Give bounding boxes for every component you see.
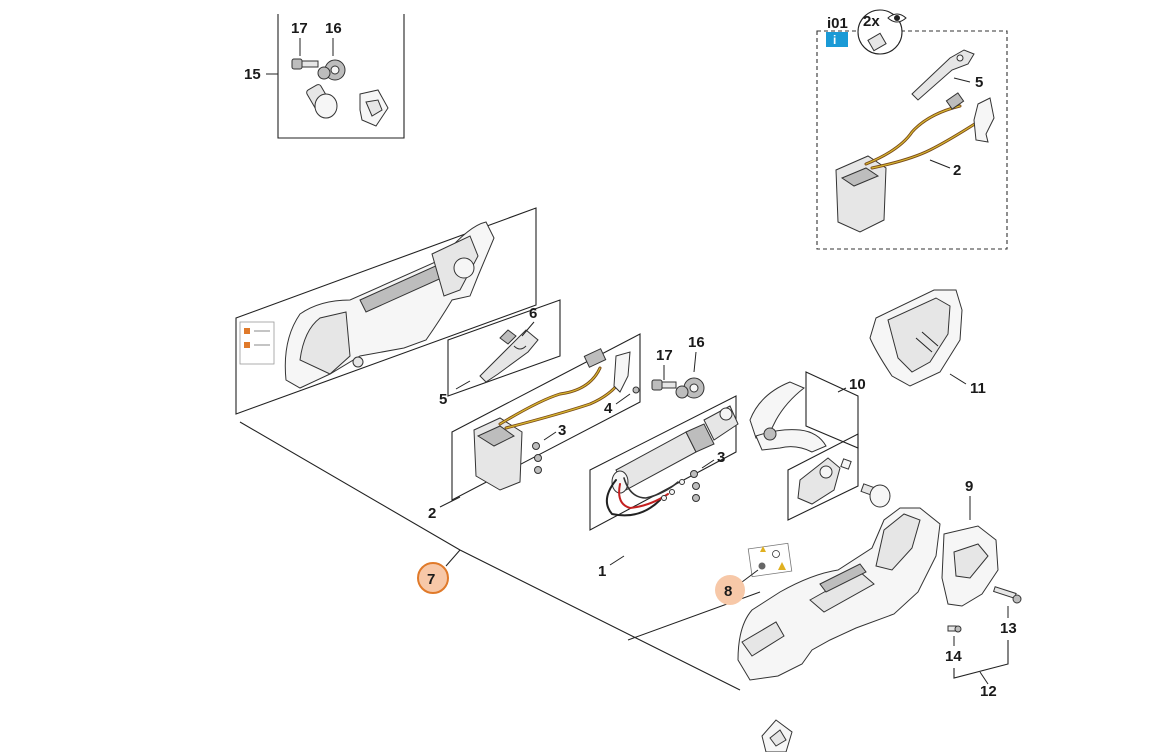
screws-12-group: 13 14 12 xyxy=(945,586,1022,700)
callout-5: 5 xyxy=(439,391,447,408)
pcb-group: 3 4 2 xyxy=(428,333,641,522)
callout-6: 6 xyxy=(529,305,537,322)
detail-group-15: 15 17 16 xyxy=(244,14,405,139)
connector-icon xyxy=(867,32,887,52)
gear-icon xyxy=(317,59,346,81)
screw-middle-icon xyxy=(651,379,663,391)
callout-17: 17 xyxy=(291,20,308,37)
warning-label-icon xyxy=(239,321,275,365)
callout-4: 4 xyxy=(604,400,613,417)
callout-12: 12 xyxy=(980,683,997,700)
callout-5-inset: 5 xyxy=(975,74,983,91)
screws-small-icon xyxy=(532,442,542,474)
info-icon-letter: i xyxy=(833,33,836,47)
callout-8-circle xyxy=(715,575,745,605)
callout-16b: 16 xyxy=(688,334,705,351)
callout-14: 14 xyxy=(945,648,962,665)
callout-7-circle xyxy=(417,562,449,594)
bottom-plate-icon xyxy=(761,719,793,752)
cover-9-group: 9 xyxy=(941,478,999,607)
inset-group: i01 i 2x 5 2 xyxy=(816,9,1008,250)
info-code: i01 xyxy=(827,15,848,32)
callout-9: 9 xyxy=(965,478,973,495)
pin-middle-icon xyxy=(860,483,891,508)
callout-1: 1 xyxy=(598,563,606,580)
callout-2-inset: 2 xyxy=(953,162,961,179)
callout-8: 8 xyxy=(724,583,732,600)
callout-7-highlight: 7 xyxy=(417,562,449,594)
pcb-icon xyxy=(473,348,631,491)
blade-group: 10 xyxy=(749,371,866,453)
callout-15: 15 xyxy=(244,66,261,83)
cover-11-group: 11 xyxy=(869,289,986,397)
screw-14-icon xyxy=(947,625,962,633)
motor-icon xyxy=(605,405,739,517)
callout-17b: 17 xyxy=(656,347,673,364)
callout-3a: 3 xyxy=(558,422,566,439)
blade-icon xyxy=(749,381,827,453)
callout-11: 11 xyxy=(970,380,986,397)
quantity-label: 2x xyxy=(863,13,880,30)
arm-group: 6 5 xyxy=(439,299,561,408)
housing-half-icon xyxy=(284,221,495,389)
callout-3b: 3 xyxy=(717,449,725,466)
drive-gear-icon xyxy=(797,457,852,505)
screws-small-icon-2 xyxy=(690,470,700,502)
screw-4-icon xyxy=(632,386,640,394)
housing-half-group xyxy=(235,207,537,415)
callout-7: 7 xyxy=(427,571,435,588)
motor-group: 3 1 xyxy=(589,395,739,580)
callout-13: 13 xyxy=(1000,620,1017,637)
bracket-12 xyxy=(953,640,1009,679)
drive-group xyxy=(787,433,891,521)
info-icon xyxy=(826,32,848,47)
pcb-with-wires-icon xyxy=(835,92,995,233)
callout-10: 10 xyxy=(849,376,866,393)
arm-icon xyxy=(479,329,539,383)
arm-part-icon xyxy=(911,49,975,101)
screw-13-icon xyxy=(992,586,1022,604)
screw-gear-middle: 17 16 xyxy=(651,334,705,399)
callout-16: 16 xyxy=(325,20,342,37)
callout-2: 2 xyxy=(428,505,436,522)
handle-group xyxy=(737,507,941,681)
callout-8-highlight: 8 xyxy=(715,569,759,605)
pin-icon xyxy=(306,84,338,119)
eye-icon xyxy=(887,13,907,23)
sticker-8-icon xyxy=(747,542,793,578)
plate-icon xyxy=(359,89,389,127)
screw-icon xyxy=(291,58,319,70)
